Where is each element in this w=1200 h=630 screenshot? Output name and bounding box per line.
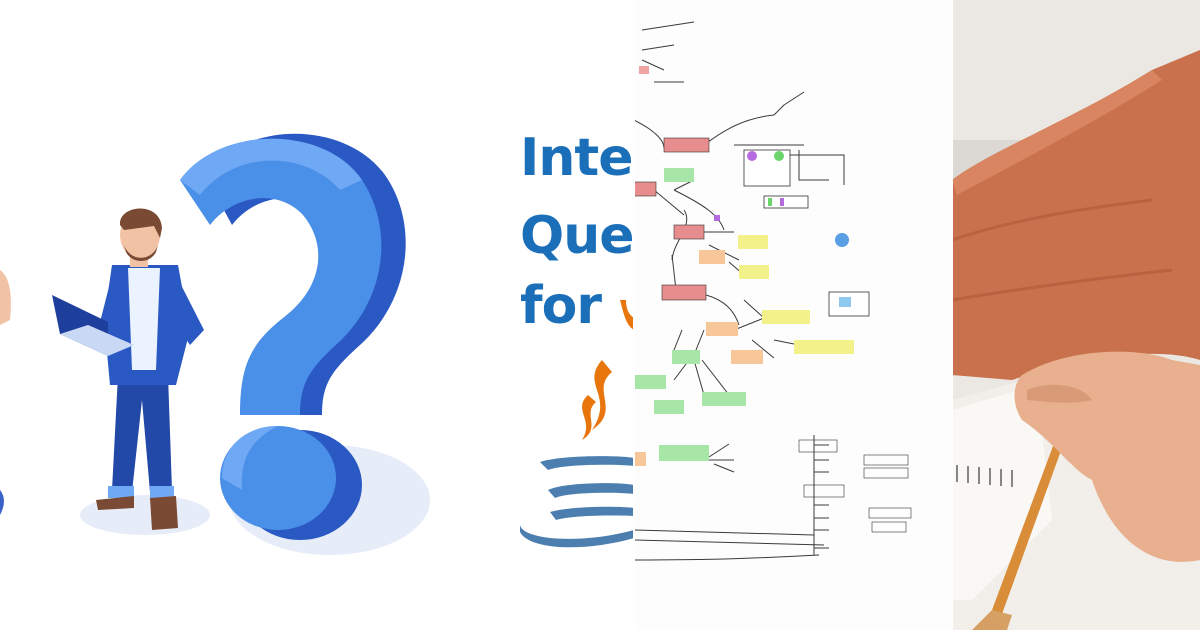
java-cup-icon (520, 300, 634, 548)
panel-divider (951, 0, 953, 630)
writing-photo (952, 0, 1200, 630)
notebook-spiral (956, 465, 1013, 487)
whiteboard-sketch (634, 21, 912, 561)
title-line-2: Que (520, 206, 634, 266)
partial-figure (0, 270, 11, 325)
panel-divider (633, 0, 635, 630)
sweater-sleeve (952, 50, 1200, 380)
partial-figure-foot (0, 490, 4, 515)
title-panel: Inte Que for (520, 0, 634, 630)
hand (1014, 351, 1200, 562)
writing-photo-panel (952, 0, 1200, 630)
developer-illustration (0, 133, 430, 555)
title-line-1: Inte (520, 128, 633, 188)
developer-figure (52, 208, 204, 530)
question-mark-icon (180, 133, 406, 540)
illustration-panel (0, 0, 520, 630)
laptop-icon (52, 295, 134, 356)
title-line-3: for (520, 276, 602, 336)
sketch-nodes (634, 66, 912, 533)
whiteboard-panel (634, 0, 952, 630)
